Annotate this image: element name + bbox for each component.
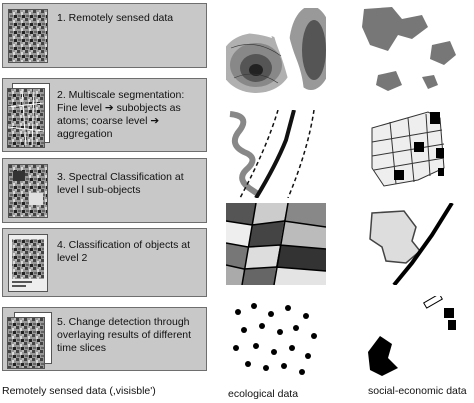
socioeconomic-panel-4 — [358, 296, 464, 378]
segmented-image-icon — [7, 88, 45, 148]
ecological-panel-4 — [226, 296, 326, 378]
step-5-box: 5. Change detection through overlaying r… — [2, 307, 207, 371]
time-slice-image-icon — [8, 318, 44, 368]
socioeconomic-panel-1 — [358, 5, 464, 95]
caption-social-economic: social-economic data — [368, 385, 467, 397]
socioeconomic-panel-3 — [358, 203, 464, 285]
step-3-thumbnail — [8, 164, 48, 218]
step-1-box: 1. Remotely sensed data — [2, 3, 207, 68]
caption-remotely-sensed: Remotely sensed data (,visisble') — [2, 385, 156, 397]
satellite-image-icon — [9, 10, 47, 62]
object-map-icon — [9, 235, 47, 291]
socioeconomic-panel-2 — [358, 108, 464, 198]
ecological-panel-1 — [226, 8, 326, 96]
caption-ecological: ecological data — [228, 388, 299, 400]
step-1-label: 1. Remotely sensed data — [57, 12, 174, 24]
step-5-label: 5. Change detection through overlaying r… — [57, 316, 192, 354]
step-2-label: 2. Multiscale segmentation: Fine level ➔… — [57, 89, 185, 140]
classified-image-icon — [9, 165, 47, 217]
step-5-thumbnail — [7, 317, 45, 369]
step-3-label: 3. Spectral Classification at level l su… — [57, 171, 184, 196]
step-4-box: 4. Classification of objects at level 2 — [2, 228, 207, 297]
step-2-box: 2. Multiscale segmentation: Fine level ➔… — [2, 78, 207, 152]
step-4-thumbnail — [8, 234, 48, 292]
step-3-box: 3. Spectral Classification at level l su… — [2, 158, 207, 223]
ecological-panel-2 — [226, 110, 326, 198]
ecological-panel-3 — [226, 203, 326, 285]
step-4-label: 4. Classification of objects at level 2 — [57, 239, 191, 264]
step-1-thumbnail — [8, 9, 48, 63]
step-2-thumbnail — [7, 88, 45, 148]
